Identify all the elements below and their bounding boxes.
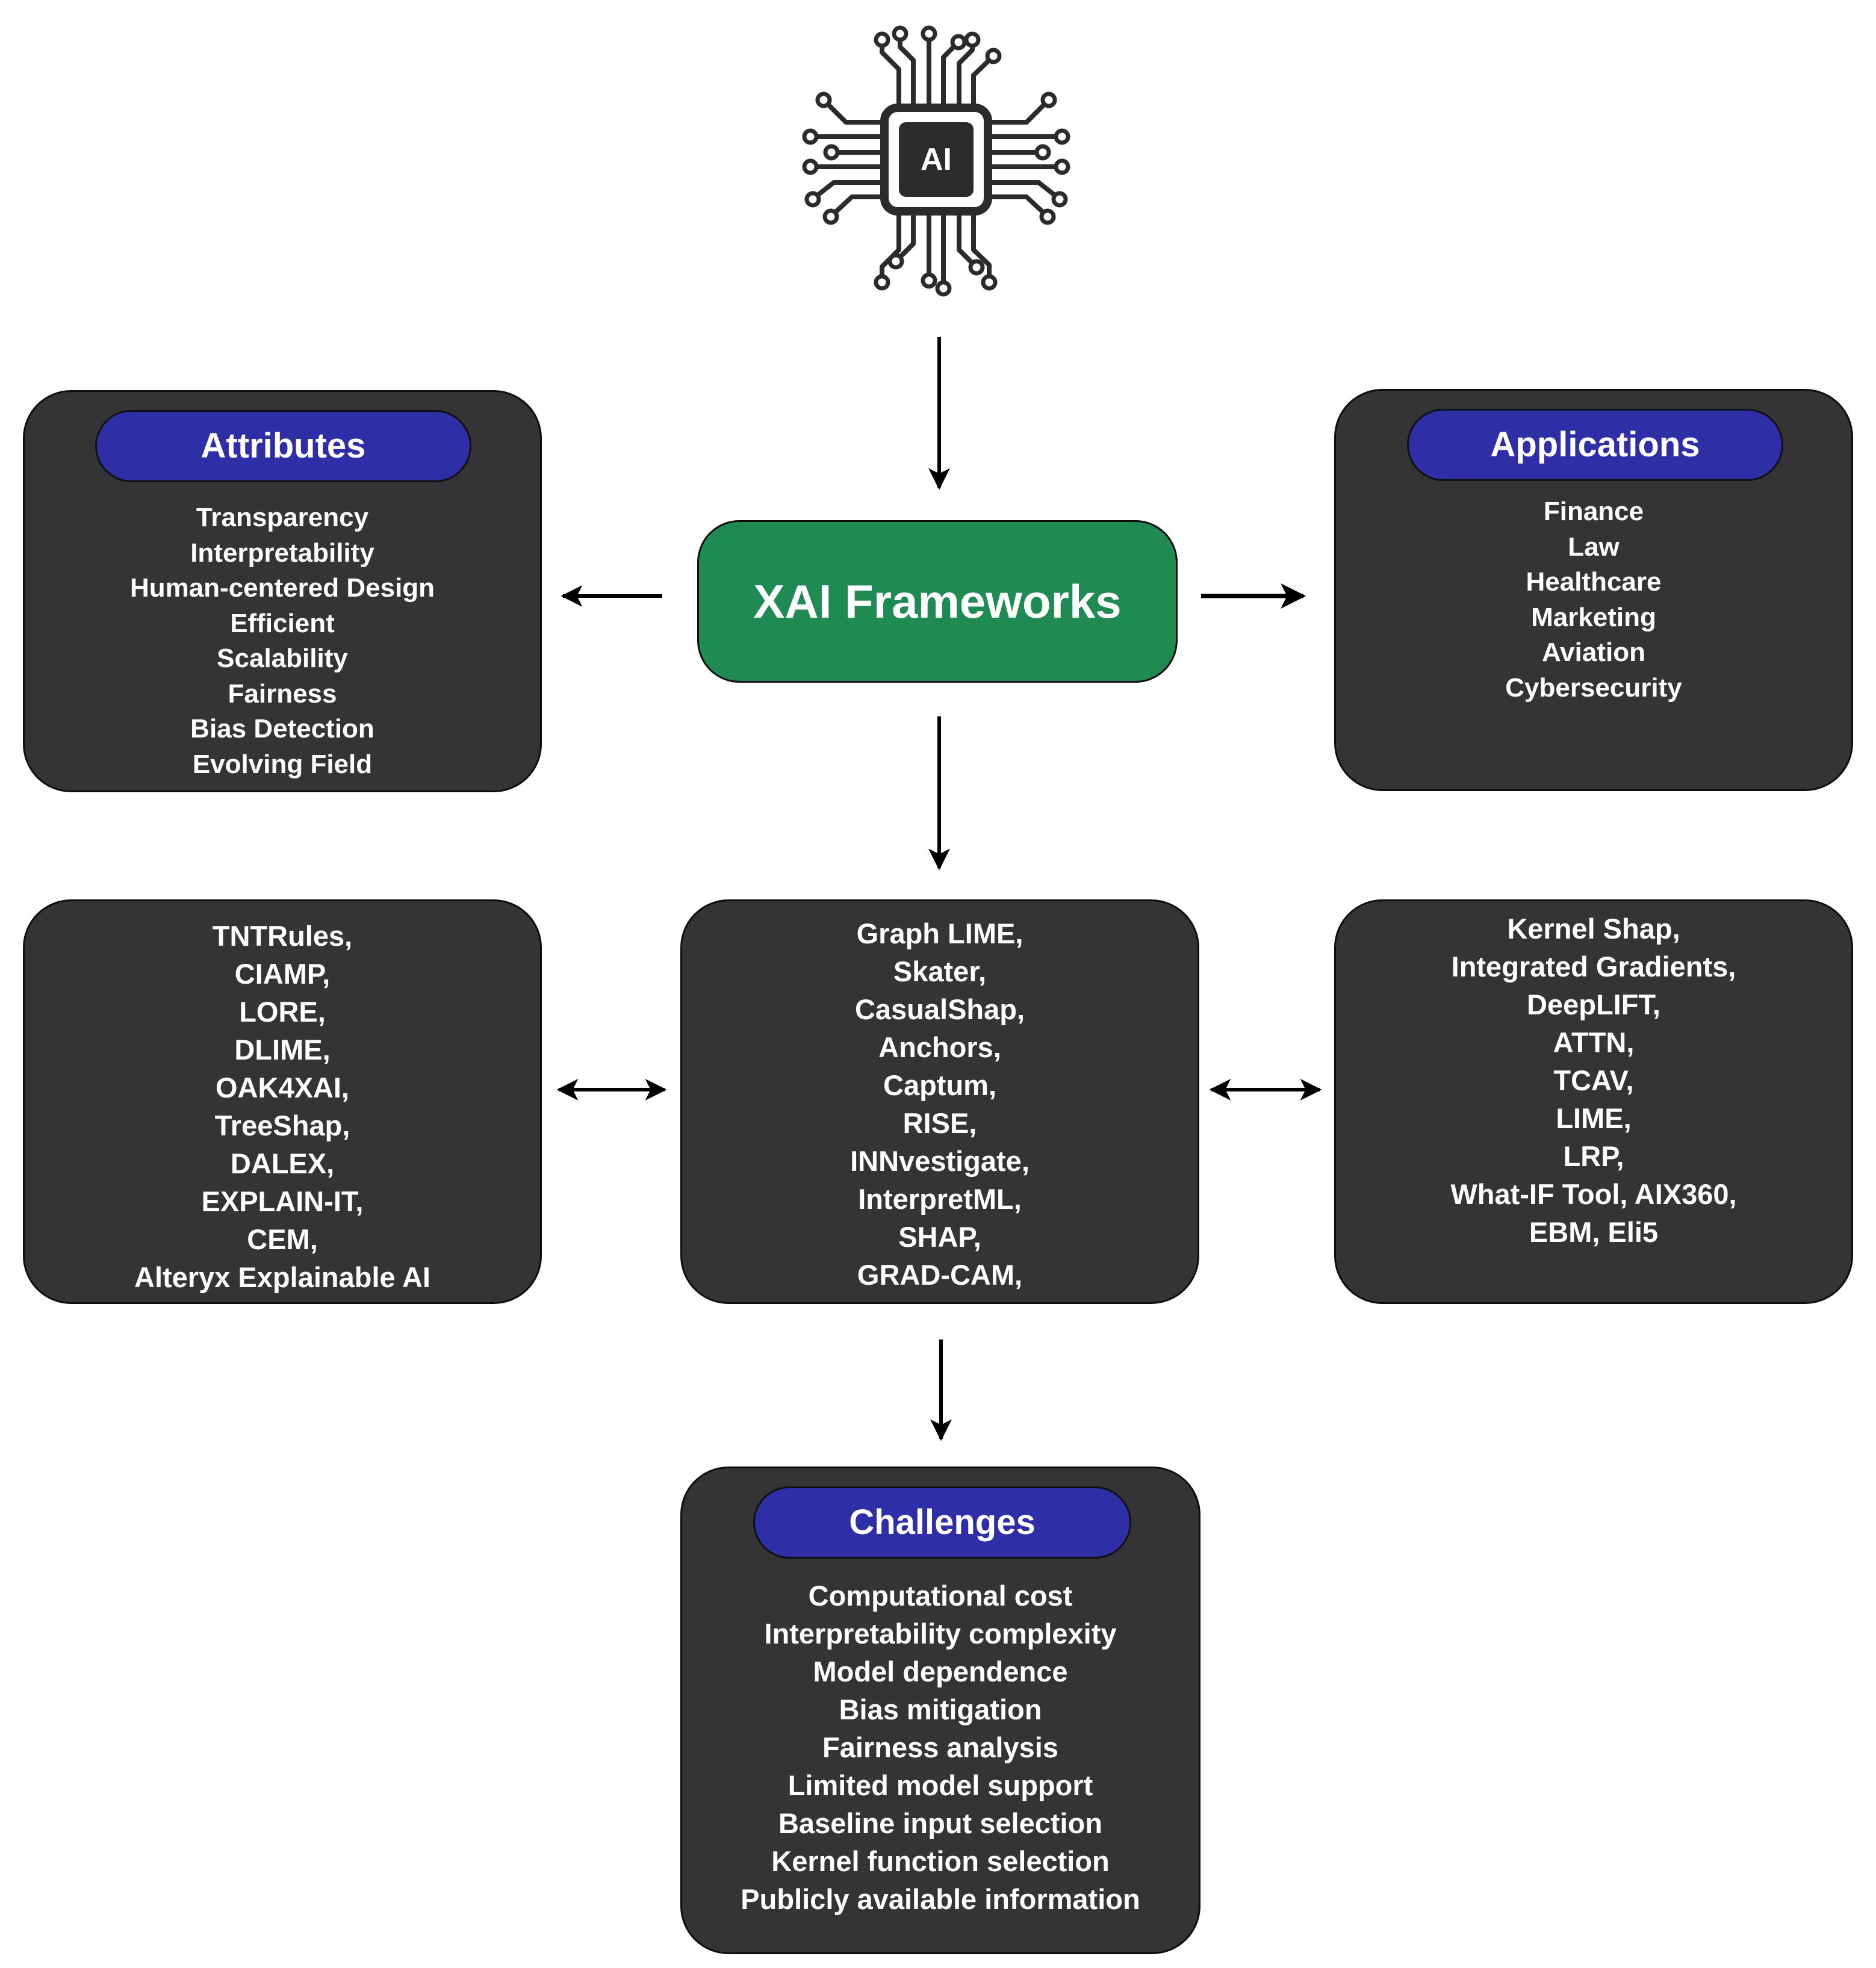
applications-list: Finance Law Healthcare Marketing Aviatio… [1336, 494, 1851, 706]
framework-item: DeepLIFT, [1527, 989, 1660, 1020]
challenge-item: Model dependence [813, 1656, 1068, 1687]
framework-item: ATTN, [1553, 1026, 1635, 1058]
frameworks-right-box: Kernel Shap, Integrated Gradients, DeepL… [1334, 899, 1853, 1304]
challenge-item: Kernel function selection [771, 1845, 1110, 1877]
framework-item: CasualShap, [854, 993, 1025, 1025]
framework-item: What-IF Tool, AIX360, [1450, 1178, 1737, 1210]
attribute-item: Bias Detection [190, 714, 374, 743]
framework-item: Alteryx Explainable AI [134, 1261, 430, 1293]
xai-frameworks-title: XAI Frameworks [753, 575, 1122, 628]
challenge-item: Computational cost [808, 1580, 1073, 1612]
xai-frameworks-node: XAI Frameworks [697, 520, 1178, 683]
application-item: Aviation [1542, 638, 1645, 667]
attribute-item: Transparency [196, 503, 369, 532]
framework-item: CEM, [247, 1223, 318, 1255]
attribute-item: Scalability [217, 644, 348, 673]
framework-item: Anchors, [878, 1031, 1001, 1063]
challenge-item: Baseline input selection [778, 1807, 1103, 1839]
frameworks-left-box: TNTRules, CIAMP, LORE, DLIME, OAK4XAI, T… [23, 899, 542, 1304]
applications-header: Applications [1407, 409, 1783, 481]
application-item: Cybersecurity [1505, 672, 1682, 703]
applications-box: Applications Finance Law Healthcare Mark… [1334, 389, 1853, 791]
framework-item: TNTRules, [212, 920, 353, 952]
framework-item: Kernel Shap, [1507, 913, 1680, 945]
attributes-list: Transparency Interpretability Human-cent… [25, 500, 540, 782]
attribute-item: Human-centered Design [129, 573, 435, 603]
frameworks-center-box: Graph LIME, Skater, CasualShap, Anchors,… [680, 899, 1199, 1304]
challenge-item: Fairness analysis [822, 1731, 1058, 1763]
framework-item: DALEX, [230, 1147, 335, 1179]
framework-item: InterpretML, [858, 1183, 1022, 1215]
attributes-box: Attributes Transparency Interpretability… [23, 390, 542, 792]
attribute-item: Evolving Field [192, 749, 373, 779]
framework-item: EXPLAIN-IT, [201, 1185, 364, 1217]
framework-item: GRAD-CAM, [857, 1259, 1023, 1291]
attributes-header: Attributes [95, 410, 471, 482]
challenges-box: Challenges Computational cost Interpreta… [680, 1467, 1200, 1954]
ai-chip-label: AI [921, 142, 952, 177]
challenge-item: Bias mitigation [839, 1693, 1042, 1725]
framework-item: Skater, [893, 955, 987, 987]
framework-item: Integrated Gradients, [1451, 951, 1736, 982]
challenge-item: Limited model support [787, 1769, 1093, 1801]
attribute-item: Fairness [228, 678, 337, 709]
framework-item: SHAP, [898, 1221, 981, 1253]
challenges-header: Challenges [753, 1486, 1131, 1559]
framework-item: INNvestigate, [850, 1145, 1030, 1177]
framework-item: LORE, [239, 996, 326, 1028]
framework-item: TreeShap, [214, 1110, 350, 1141]
frameworks-left-list: TNTRules, CIAMP, LORE, DLIME, OAK4XAI, T… [25, 917, 540, 1296]
attribute-item: Efficient [230, 608, 335, 638]
framework-item: EBM, Eli5 [1529, 1216, 1659, 1248]
framework-item: CIAMP, [234, 958, 331, 990]
framework-item: DLIME, [234, 1034, 331, 1066]
framework-item: Captum, [883, 1069, 996, 1101]
framework-item: LRP, [1563, 1140, 1624, 1172]
challenge-item: Interpretability complexity [764, 1618, 1117, 1650]
ai-chip-icon: AI [802, 25, 1070, 297]
application-item: Marketing [1531, 602, 1656, 632]
frameworks-center-list: Graph LIME, Skater, CasualShap, Anchors,… [682, 914, 1197, 1294]
framework-item: LIME, [1556, 1102, 1632, 1134]
challenge-item: Publicly available information [741, 1883, 1140, 1915]
framework-item: OAK4XAI, [216, 1072, 349, 1104]
framework-item: TCAV, [1553, 1064, 1634, 1096]
framework-item: RISE, [902, 1107, 977, 1139]
framework-item: Graph LIME, [856, 917, 1023, 949]
frameworks-right-list: Kernel Shap, Integrated Gradients, DeepL… [1336, 910, 1851, 1251]
challenges-list: Computational cost Interpretability comp… [682, 1577, 1199, 1918]
attribute-item: Interpretability [190, 538, 374, 568]
application-item: Finance [1543, 497, 1644, 526]
application-item: Law [1568, 532, 1620, 562]
application-item: Healthcare [1526, 567, 1662, 597]
